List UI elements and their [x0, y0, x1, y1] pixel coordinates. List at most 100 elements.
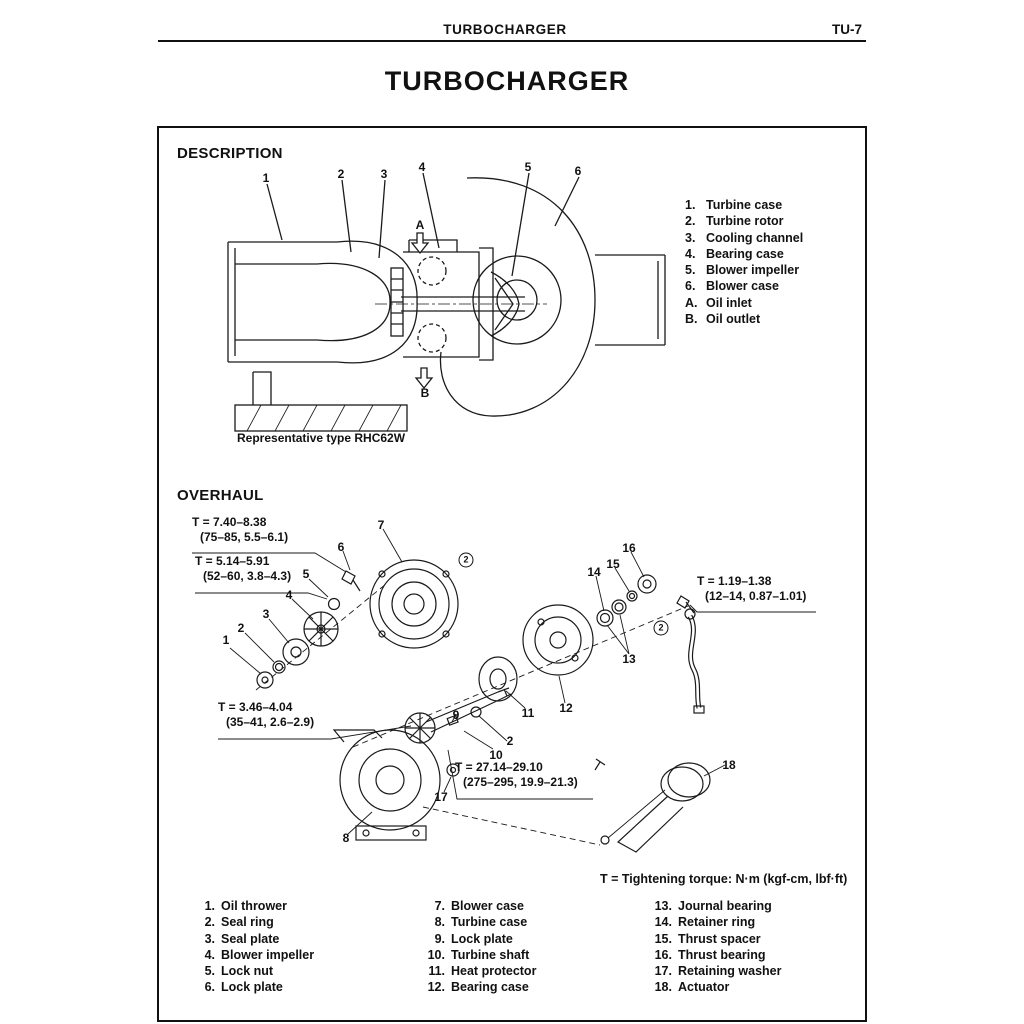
legend-num: 2.: [685, 214, 696, 229]
torque-value: T = 7.40–8.38: [192, 515, 267, 529]
callout-6: 6: [337, 540, 345, 554]
part-label: Turbine shaft: [451, 947, 530, 962]
part-label: Retaining washer: [678, 964, 782, 979]
legend-num: 3.: [685, 230, 696, 245]
legend-label: Turbine rotor: [706, 214, 784, 229]
part-label: Lock nut: [221, 964, 274, 979]
part-label: Heat protector: [451, 964, 537, 979]
part-number: 14.: [654, 915, 672, 930]
torque-alt: (52–60, 3.8–4.3): [203, 569, 292, 583]
part-label: Actuator: [678, 980, 730, 995]
part-number: 18.: [654, 980, 672, 995]
torque-callout: T = 5.14–5.91 (52–60, 3.8–4.3): [195, 554, 291, 584]
overhaul-heading: OVERHAUL: [177, 487, 264, 504]
torque-alt: (35–41, 2.6–2.9): [226, 715, 315, 729]
callout-2: 2: [337, 167, 345, 181]
torque-alt: (12–14, 0.87–1.01): [705, 589, 807, 603]
part-number: 5.: [204, 964, 215, 979]
legend-item: 5. Blower impeller: [685, 262, 803, 278]
parts-legend-item: 9. Lock plate: [423, 931, 536, 947]
part-number: 1.: [204, 899, 215, 913]
part-number: 4.: [204, 947, 215, 962]
part-label: Seal plate: [221, 931, 280, 946]
callout-7: 7: [377, 518, 385, 532]
callout-5: 5: [524, 160, 532, 174]
diagram-caption: Representative type RHC62W: [237, 431, 406, 445]
part-label: Lock plate: [451, 931, 513, 946]
overhaul-diagram: [192, 528, 816, 853]
part-label: Blower impeller: [221, 947, 315, 962]
parts-legend-col2: 7. Blower case 8.Turbine case 9. Lock plat…: [423, 898, 537, 996]
oil-inlet-arrow-icon: [410, 232, 430, 255]
description-diagram: [227, 172, 666, 432]
parts-legend-item: 5. Lock nut: [193, 963, 314, 979]
callout-13: 13: [622, 652, 636, 666]
part-number: 9.: [434, 931, 445, 946]
callout-10: 10: [489, 748, 503, 762]
callout-4: 4: [285, 588, 293, 602]
parts-legend-item: 4. Blower impeller: [193, 947, 315, 963]
callout-1: 1: [262, 171, 270, 185]
part-label: Retainer ring: [678, 915, 756, 930]
legend-label: Blower impeller: [706, 263, 800, 278]
callout-b-oil-outlet: B: [420, 386, 430, 400]
callout-3: 3: [262, 607, 270, 621]
callout-14: 14: [587, 565, 601, 579]
callout-15: 15: [606, 557, 620, 571]
part-label: Seal ring: [221, 915, 274, 930]
part-label: Thrust spacer: [678, 931, 761, 946]
torque-alt: (75–85, 5.5–6.1): [200, 530, 289, 544]
parts-legend-item: 15. Thrust spacer: [650, 931, 782, 947]
legend-item: 3.Cooling channel: [685, 230, 803, 246]
part-number: 15.: [654, 931, 672, 946]
page-title: TURBOCHARGER: [384, 66, 630, 96]
callout-3: 3: [380, 167, 388, 181]
part-number: 11.: [428, 964, 445, 979]
parts-legend-item: 10.Turbine shaft: [423, 947, 536, 963]
part-number: 6.: [204, 980, 215, 995]
callout-4: 4: [418, 160, 426, 174]
part-number: 2.: [204, 915, 215, 930]
parts-legend-item: 16.Thrust bearing: [650, 947, 782, 963]
legend-num: 6.: [685, 279, 696, 294]
callout-1: 1: [222, 633, 230, 647]
legend-item: 1.Turbine case: [685, 197, 803, 213]
torque-value: T = 1.19–1.38: [697, 574, 772, 588]
legend-num: A.: [685, 295, 698, 310]
part-number: 8.: [434, 915, 445, 930]
legend-label: Bearing case: [706, 246, 784, 261]
turbo-cross-section: [227, 172, 666, 432]
torque-value: T = 3.46–4.04: [218, 700, 293, 714]
parts-legend-item: 3.Seal plate: [193, 931, 314, 947]
callout-11: 11: [521, 706, 535, 720]
exploded-view: [192, 528, 816, 853]
circled-callout-2: 2: [653, 620, 669, 636]
legend-label: Blower case: [706, 279, 779, 294]
part-label: Blower case: [451, 899, 524, 913]
page-number: TU-7: [832, 22, 862, 37]
legend-num: 1.: [685, 198, 696, 212]
callout-18: 18: [722, 758, 736, 772]
parts-legend-item: 12. Bearing case: [423, 979, 536, 995]
description-heading: DESCRIPTION: [177, 145, 283, 162]
callout-2: 2: [237, 621, 245, 635]
legend-num: B.: [685, 312, 698, 327]
part-number: 7.: [434, 899, 445, 913]
legend-item: B.Oil outlet: [685, 311, 803, 327]
legend-item: 4.Bearing case: [685, 246, 803, 262]
part-label: Bearing case: [451, 980, 529, 995]
parts-legend-col1: 1.Oil thrower 2.Seal ring 3.Seal plate 4…: [193, 898, 315, 996]
part-number: 12.: [427, 980, 445, 995]
content-border-box: [157, 126, 867, 1022]
parts-legend-item: 7. Blower case: [423, 898, 536, 914]
parts-legend-col3: 13.Journal bearing 14.Retainer ring 15.T…: [650, 898, 782, 996]
parts-legend-item: 8.Turbine case: [423, 914, 536, 930]
torque-value: T = 5.14–5.91: [195, 554, 270, 568]
callout-2-shaft: 2: [506, 734, 514, 748]
legend-label: Oil inlet: [706, 295, 752, 310]
torque-note: T = Tightening torque: N·m (kgf-cm, lbf·…: [600, 872, 848, 886]
parts-legend-item: 14. Retainer ring: [650, 914, 782, 930]
legend-num: 5.: [685, 263, 696, 278]
oil-outlet-arrow-icon: [414, 367, 434, 390]
